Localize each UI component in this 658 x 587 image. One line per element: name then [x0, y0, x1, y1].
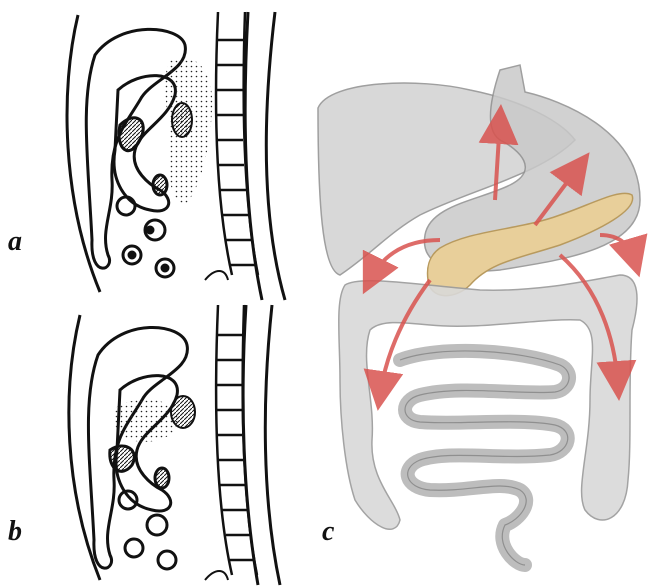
diaphragm-mark: [205, 271, 228, 280]
intestinal-loop: [117, 197, 135, 215]
inner-stomach-fold: [110, 446, 134, 471]
pancreas-hatched: [172, 103, 192, 137]
pancreas-hatched: [171, 396, 195, 428]
panel-label-a: a: [8, 228, 22, 256]
duodenum-section: [155, 468, 169, 488]
panel-label-c: c: [322, 518, 334, 546]
inner-stomach-fold: [119, 118, 143, 151]
back-outline: [266, 12, 285, 300]
panel-b-sagittal-section: [69, 305, 280, 585]
panel-label-b: b: [8, 518, 22, 546]
intestinal-loop: [147, 227, 153, 233]
intestinal-loop: [147, 515, 167, 535]
intestinal-loop: [158, 551, 176, 569]
intestinal-loop: [125, 539, 143, 557]
diaphragm-mark: [205, 571, 228, 580]
intestinal-loop: [162, 265, 168, 271]
intestinal-loop: [129, 252, 135, 258]
back-outline: [265, 305, 280, 585]
panel-c-abdomen-illustration: [318, 65, 640, 565]
intestinal-loop: [119, 491, 137, 509]
fluid-collection-dotted: [114, 400, 178, 442]
spine: [216, 12, 258, 275]
duodenum-section: [153, 175, 167, 195]
spine: [216, 305, 257, 575]
